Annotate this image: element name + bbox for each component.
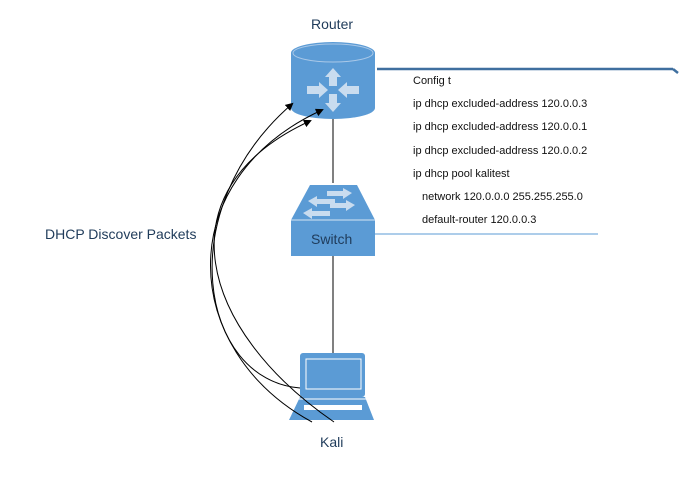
switch-icon[interactable] bbox=[291, 185, 375, 256]
config-line: ip dhcp excluded-address 120.0.0.2 bbox=[413, 145, 588, 157]
dhcp-arrow-2 bbox=[210, 108, 324, 423]
dhcp-arrow-1 bbox=[211, 102, 301, 389]
router-arrows-icon bbox=[307, 68, 359, 112]
config-line: Config t bbox=[413, 75, 451, 87]
dhcp-arrow-3 bbox=[213, 119, 335, 423]
switch-label: Switch bbox=[311, 231, 353, 247]
config-line: ip dhcp pool kalitest bbox=[413, 168, 510, 180]
config-line: ip dhcp excluded-address 120.0.0.3 bbox=[413, 98, 588, 110]
host-label: Kali bbox=[320, 434, 344, 450]
dhcp-discover-arrows bbox=[210, 102, 335, 423]
laptop-icon[interactable] bbox=[289, 353, 374, 420]
router-icon[interactable] bbox=[291, 42, 375, 119]
dhcp-annotation-label: DHCP Discover Packets bbox=[45, 226, 197, 242]
router-callout-line bbox=[377, 67, 679, 74]
router-label: Router bbox=[311, 16, 354, 32]
config-line: default-router 120.0.0.3 bbox=[422, 214, 537, 226]
config-line: ip dhcp excluded-address 120.0.0.1 bbox=[413, 121, 588, 133]
config-line: network 120.0.0.0 255.255.255.0 bbox=[422, 191, 583, 203]
switch-arrows-icon bbox=[303, 188, 355, 219]
